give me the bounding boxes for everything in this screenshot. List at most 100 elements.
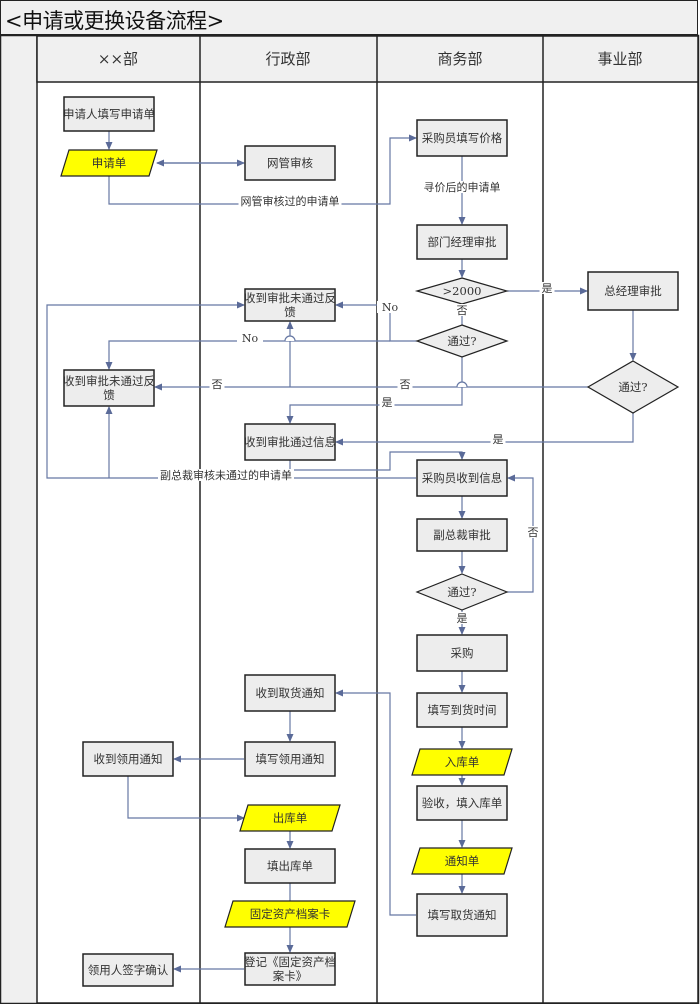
node-document: 出库单: [239, 804, 341, 832]
node-label: 采购员收到信息: [422, 471, 503, 485]
label-vp-rejected-form: 副总裁审核未通过的申请单: [160, 468, 292, 482]
label-bg: [454, 612, 470, 624]
process-box: [244, 741, 336, 777]
page-title: <申请或更换设备流程>: [5, 9, 224, 33]
node-document: 入库单: [411, 748, 513, 776]
label-bg: [379, 396, 395, 408]
node-process: 登记《固定资产档案卡》: [244, 952, 336, 986]
process-box: [244, 952, 336, 986]
label-no-admin: No: [382, 301, 399, 314]
node-label: 采购员填写价格: [422, 131, 503, 145]
process-box: [416, 459, 508, 497]
node-process: 采购: [416, 634, 508, 672]
process-box: [82, 741, 174, 777]
node-label: 填写领用通知: [256, 752, 325, 766]
label-bg: [454, 304, 470, 316]
arrow-pickup-to-admin: [335, 689, 416, 916]
node-process: 验收，填入库单: [416, 785, 508, 821]
label-no-vp: 否: [528, 526, 539, 539]
label-yes-vp: 是: [457, 612, 468, 625]
process-box: [82, 953, 174, 987]
arrow-it-passed-to-buyer: [108, 134, 417, 205]
process-box: [416, 893, 508, 937]
node-label: 收到审批未通过反馈: [244, 291, 336, 319]
label-bg: [397, 378, 413, 390]
node-process: 填写取货通知: [416, 893, 508, 937]
node-label: 通知单: [445, 854, 480, 868]
node-label: 入库单: [445, 755, 480, 769]
node-document: 固定资产档案卡: [224, 900, 356, 928]
node-process: 收到审批未通过反馈: [63, 369, 155, 407]
arrow-gm-yes: [335, 413, 634, 446]
document-shape: [60, 149, 158, 177]
label-bg: [158, 469, 294, 481]
label-bg: [421, 181, 503, 193]
lane-header-admin: 行政部: [265, 50, 310, 68]
label-it-passed-form: 网管审核过的申请单: [241, 194, 340, 208]
node-label: >2000: [443, 284, 482, 298]
node-label: 领用人签字确认: [88, 963, 169, 977]
lane-header-enterprise: 事业部: [597, 50, 642, 68]
node-label: 通过?: [618, 380, 647, 394]
process-box: [416, 692, 508, 728]
node-process: 填出库单: [244, 848, 336, 884]
node-decision: 通过?: [586, 360, 680, 414]
label-bg: [525, 526, 541, 538]
title-bar: <申请或更换设备流程>: [0, 0, 698, 35]
node-process: 副总裁审批: [416, 518, 508, 552]
line-hop: [456, 381, 468, 388]
arrow-pass1-yes: [286, 357, 463, 424]
node-process: 填写领用通知: [244, 741, 336, 777]
swimlane-frame: ××部 行政部 商务部 事业部: [0, 34, 700, 1004]
decision-diamond: [415, 324, 509, 358]
process-box: [244, 145, 336, 181]
document-shape: [239, 804, 341, 832]
label-bg: [539, 282, 555, 294]
node-label: 填写到货时间: [428, 703, 497, 717]
node-process: 申请人填写申请单: [63, 96, 155, 132]
arrow-pass-to-buyer: [289, 451, 466, 471]
node-process: 总经理审批: [587, 271, 679, 311]
label-yes-pass1: 是: [382, 396, 393, 409]
process-box: [244, 848, 336, 884]
node-process: 网管审核: [244, 145, 336, 181]
document-shape: [224, 900, 356, 928]
process-box: [244, 423, 336, 461]
lanes-area: [36, 35, 699, 1004]
connectors: [46, 131, 637, 973]
process-box: [244, 288, 336, 322]
label-bg: [238, 195, 342, 207]
process-box: [416, 518, 508, 552]
node-label: 登记《固定资产档案卡》: [244, 955, 336, 983]
node-process: 部门经理审批: [416, 224, 508, 260]
node-label: 总经理审批: [604, 284, 662, 298]
document-shape: [411, 847, 513, 875]
node-process: 填写到货时间: [416, 692, 508, 728]
node-label: 收到领用通知: [94, 752, 163, 766]
label-no-xx: No: [242, 332, 259, 345]
node-document: 申请单: [60, 149, 158, 177]
node-process: 收到审批通过信息: [244, 423, 336, 461]
label-bg: [377, 301, 403, 313]
node-process: 收到取货通知: [244, 674, 336, 712]
decision-diamond: [586, 360, 680, 414]
process-box: [416, 119, 508, 157]
process-box: [63, 369, 155, 407]
node-label: 部门经理审批: [428, 235, 497, 249]
arrow-pass1-no-xx: [105, 340, 390, 370]
node-process: 采购员收到信息: [416, 459, 508, 497]
label-bg: [209, 378, 225, 390]
label-no-gt2000: 否: [457, 304, 468, 317]
node-label: 固定资产档案卡: [250, 907, 331, 921]
process-box: [416, 224, 508, 260]
node-label: 采购: [451, 646, 474, 660]
node-label: 申请人填写申请单: [63, 107, 155, 121]
label-yes-gt2000: 是: [542, 282, 553, 295]
node-decision: 通过?: [415, 573, 509, 611]
node-label: 通过?: [447, 334, 476, 348]
line-hop: [284, 335, 296, 342]
